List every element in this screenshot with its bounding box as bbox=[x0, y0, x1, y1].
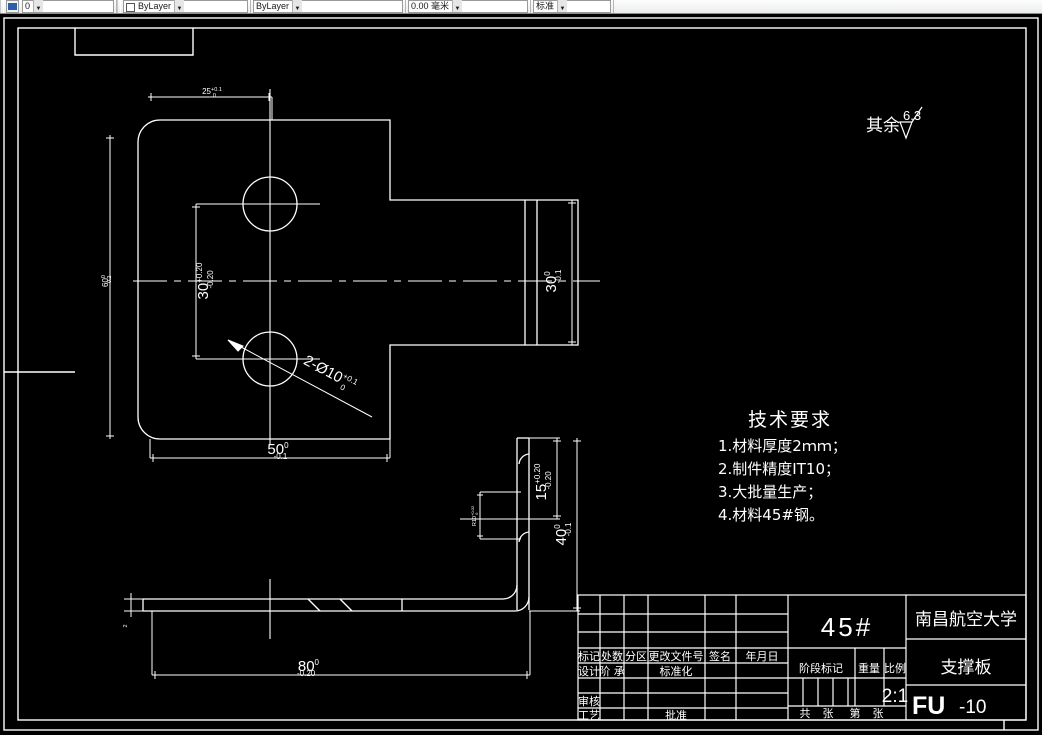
sheet-no-unit: 张 bbox=[873, 707, 884, 720]
drawing-no-prefix: FU bbox=[912, 692, 945, 720]
chevron-down-icon[interactable]: ▼ bbox=[452, 0, 463, 12]
lineweight-group: 0.00 毫米 ▼ bbox=[406, 0, 531, 13]
row-process-approve: 批准 bbox=[665, 708, 687, 722]
rev-header-1: 处数 bbox=[601, 650, 623, 663]
dim-thickness bbox=[124, 593, 143, 617]
color-swatch-icon bbox=[126, 3, 135, 12]
row-design-std: 标准化 bbox=[660, 664, 693, 678]
rev-header-4: 签名 bbox=[709, 649, 731, 663]
layer-select[interactable]: 0 ▼ bbox=[22, 0, 114, 13]
dim-left-height bbox=[106, 135, 114, 439]
dim-hole-spacing bbox=[192, 203, 320, 360]
surface-note-prefix: 其余 bbox=[866, 116, 900, 136]
tech-req-line-1: 1.材料厚度2ｍｍ； bbox=[718, 437, 847, 455]
sheet-total-label: 共 bbox=[800, 707, 811, 720]
scale-value: 2:1 bbox=[882, 686, 908, 707]
roughness-triangle-icon bbox=[899, 106, 923, 140]
layer-manager-icon[interactable] bbox=[6, 0, 19, 13]
material-value: 45# bbox=[821, 612, 873, 642]
color-value: ByLayer bbox=[138, 1, 172, 11]
linetype-select[interactable]: ByLayer ▼ bbox=[253, 0, 403, 13]
dim-plate-width bbox=[149, 345, 391, 462]
rev-header-3: 更改文件号 bbox=[649, 649, 704, 663]
stage-label: 阶段标记 bbox=[799, 661, 843, 675]
chevron-down-icon[interactable]: ▼ bbox=[174, 0, 185, 12]
dim-bend-radius-text: R10+0.020 bbox=[470, 505, 479, 526]
toolbar-grip-2[interactable] bbox=[117, 0, 121, 13]
tech-req-line-3: 3.大批量生产； bbox=[718, 483, 822, 501]
sheet-total-unit: 张 bbox=[823, 707, 834, 720]
dim-hole-spacing-text: 30+0.20-0.20 bbox=[195, 262, 215, 299]
weight-label: 重量 bbox=[858, 661, 880, 675]
linetype-value: ByLayer bbox=[256, 1, 290, 11]
linetype-group: ByLayer ▼ bbox=[251, 0, 406, 13]
lineweight-value: 0.00 毫米 bbox=[411, 1, 450, 11]
dim-hole-callout-text: 2-Ø10+0.10 bbox=[299, 352, 360, 397]
color-toolbar-group: ByLayer ▼ bbox=[121, 0, 251, 13]
sheet-no-label: 第 bbox=[850, 706, 861, 720]
dim-bend-radius bbox=[477, 491, 521, 540]
tech-req-title: 技术要求 bbox=[748, 409, 832, 431]
style-select[interactable]: 标准 ▼ bbox=[533, 0, 611, 13]
dim-thickness-text: 2 bbox=[123, 624, 129, 627]
scale-label: 比例 bbox=[884, 661, 906, 675]
chevron-down-icon[interactable]: ▼ bbox=[292, 0, 303, 12]
color-select[interactable]: ByLayer ▼ bbox=[123, 0, 248, 13]
toolbar-grip[interactable] bbox=[0, 0, 4, 13]
rev-header-5: 年月日 bbox=[746, 649, 779, 663]
cad-toolbar: 0 ▼ ByLayer ▼ ByLayer ▼ 0.00 毫米 ▼ bbox=[0, 0, 1042, 14]
dim-side-height-text: 400-0.1 bbox=[553, 522, 573, 545]
row-design-name: 阶 承 bbox=[599, 664, 625, 678]
side-view-centerline bbox=[269, 518, 545, 639]
sheet-border bbox=[3, 17, 1039, 731]
row-process-label: 工艺 bbox=[578, 709, 600, 722]
row-design-label: 设计 bbox=[578, 665, 600, 678]
title-block-frame bbox=[577, 594, 1027, 721]
dim-hole-callout-leader bbox=[227, 339, 373, 418]
tech-req-line-2: 2.制件精度IT10； bbox=[718, 460, 840, 478]
rev-header-2: 分区 bbox=[625, 650, 647, 663]
tech-req-line-4: 4.材料45#钢。 bbox=[718, 506, 824, 524]
dim-side-height bbox=[529, 438, 581, 612]
surface-note-value: 6.3 bbox=[903, 108, 921, 123]
drawing-no-suffix: -10 bbox=[959, 697, 986, 718]
dim-flange-height-text: 15+0.20-0.20 bbox=[533, 463, 553, 500]
dim-top-width bbox=[148, 93, 273, 120]
chevron-down-icon[interactable]: ▼ bbox=[557, 0, 568, 12]
institution-name: 南昌航空大学 bbox=[915, 610, 1017, 630]
layer-toolbar-group: 0 ▼ bbox=[4, 0, 117, 13]
part-name: 支撑板 bbox=[941, 658, 992, 678]
row-check-label: 审核 bbox=[578, 694, 600, 708]
layer-value: 0 bbox=[25, 1, 31, 11]
style-group: 标准 ▼ bbox=[531, 0, 614, 13]
top-view-outline bbox=[137, 119, 579, 440]
lineweight-select[interactable]: 0.00 毫米 ▼ bbox=[408, 0, 528, 13]
dim-overall-length-text: 800-0.20 bbox=[297, 658, 320, 678]
dim-tab-height-text: 300-0.1 bbox=[543, 269, 563, 292]
dim-left-height-text: 600-0.2 bbox=[101, 275, 113, 287]
chevron-down-icon[interactable]: ▼ bbox=[33, 0, 44, 12]
dim-overall-length bbox=[151, 611, 531, 679]
dim-flange-height bbox=[529, 437, 561, 520]
style-value: 标准 bbox=[536, 1, 555, 11]
rev-header-0: 标记 bbox=[578, 649, 600, 663]
dim-plate-width-text: 500-0.1 bbox=[267, 441, 289, 461]
dim-tab-height bbox=[568, 200, 576, 345]
side-view-outline bbox=[142, 437, 530, 612]
